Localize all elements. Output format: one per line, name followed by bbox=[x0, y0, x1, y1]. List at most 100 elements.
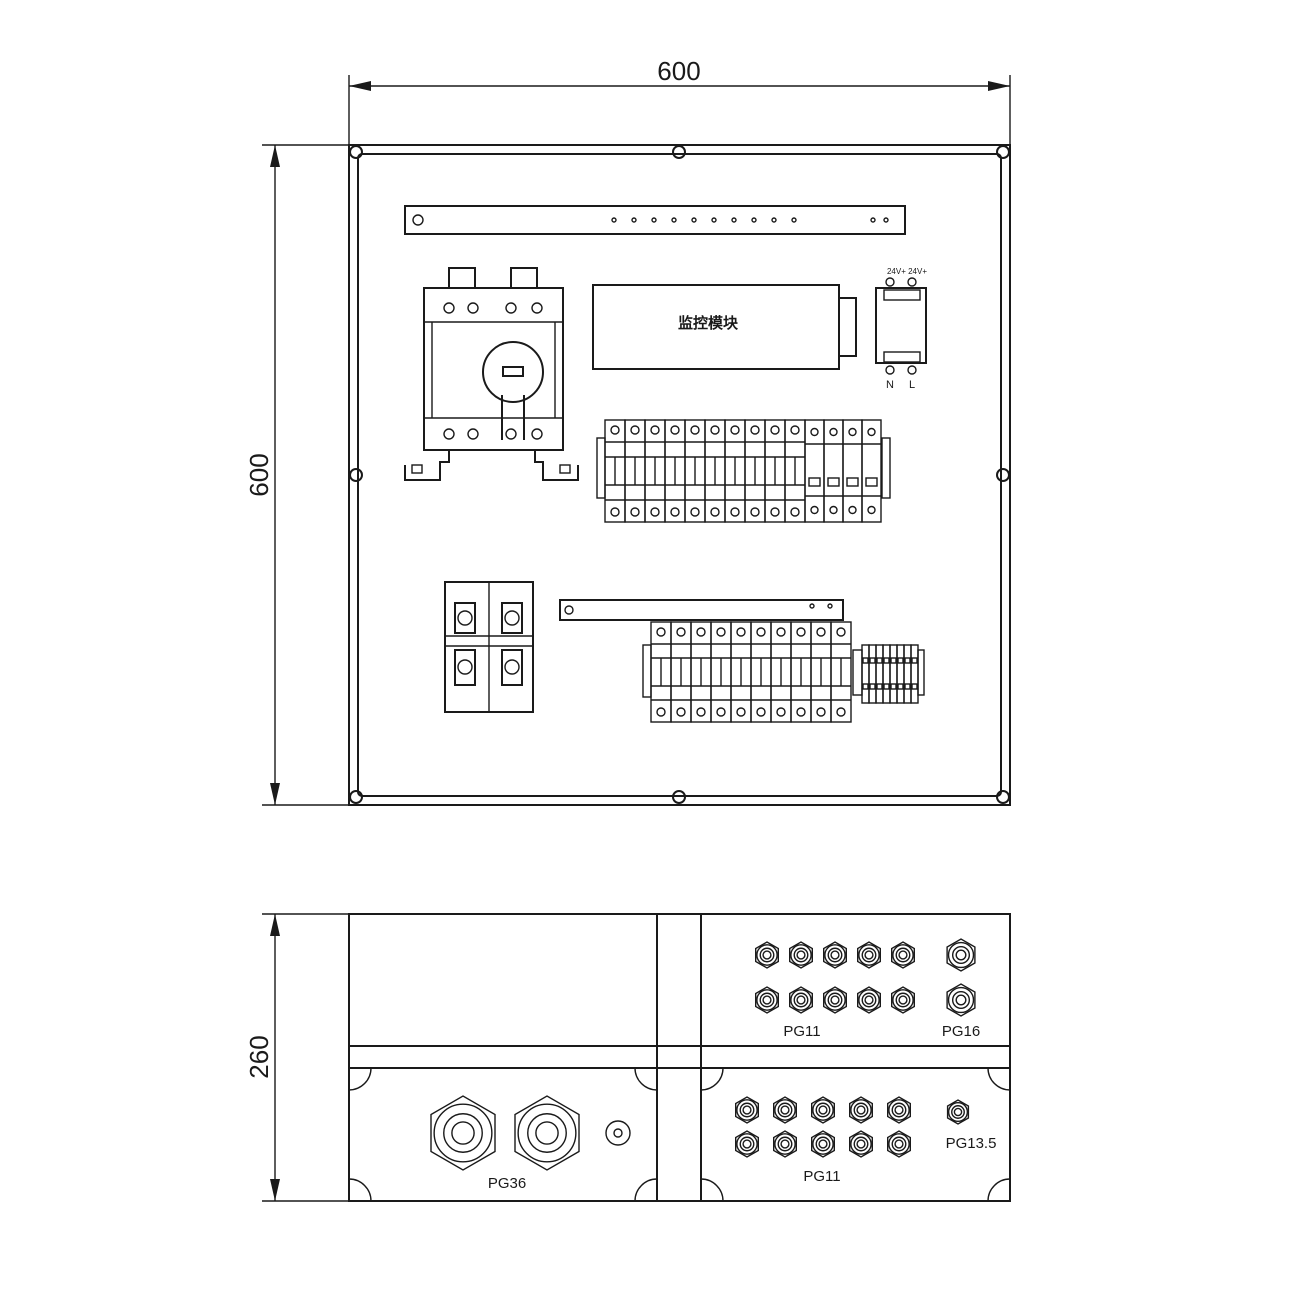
terminal-screw bbox=[467, 428, 479, 440]
bottom-corner-bosses bbox=[348, 1067, 1011, 1202]
breaker-module bbox=[730, 621, 752, 723]
breaker-module bbox=[684, 419, 706, 523]
busbar-hole bbox=[651, 217, 657, 223]
breaker-module bbox=[724, 419, 746, 523]
height-label: 600 bbox=[244, 453, 274, 496]
power-terminal-n: N bbox=[886, 379, 894, 391]
height-dimension: 600 bbox=[244, 144, 349, 806]
terminal-screw bbox=[443, 302, 455, 314]
panel-screws bbox=[349, 145, 1010, 804]
fuse-switch bbox=[444, 581, 534, 713]
terminal-block bbox=[896, 644, 905, 704]
breaker-module bbox=[704, 419, 726, 523]
pg11-gland bbox=[755, 941, 779, 969]
busbar-hole bbox=[611, 217, 617, 223]
pg11-gland bbox=[887, 1096, 911, 1124]
terminal-screw bbox=[443, 428, 455, 440]
depth-label: 260 bbox=[244, 1035, 274, 1078]
breaker-module bbox=[744, 419, 766, 523]
lower-pg11-label: PG11 bbox=[803, 1168, 840, 1185]
busbar-hole bbox=[711, 217, 717, 223]
lower-busbar bbox=[559, 599, 844, 621]
pg11-gland bbox=[735, 1096, 759, 1124]
breaker-module bbox=[750, 621, 772, 723]
pg13-5-label: PG13.5 bbox=[946, 1135, 997, 1152]
breaker-module bbox=[770, 621, 792, 723]
pg16-gland bbox=[946, 983, 976, 1017]
monitor-module: 监控模块 bbox=[592, 284, 857, 370]
pg13-5-gland bbox=[946, 1099, 970, 1125]
busbar-hole bbox=[731, 217, 737, 223]
front-panel: 监控模块 24V+ 24V+ N L bbox=[348, 144, 1011, 806]
pg11-gland bbox=[755, 986, 779, 1014]
power-supply: 24V+ 24V+ N L bbox=[875, 267, 927, 391]
pg11-gland bbox=[735, 1130, 759, 1158]
busbar-hole bbox=[631, 217, 637, 223]
lower-breaker-row bbox=[642, 621, 925, 723]
pg11-gland bbox=[823, 941, 847, 969]
upper-pg11-label: PG11 bbox=[783, 1023, 820, 1040]
terminal-screw bbox=[531, 428, 543, 440]
width-dimension: 600 bbox=[348, 56, 1011, 145]
pg11-gland bbox=[857, 941, 881, 969]
pg36-gland bbox=[514, 1095, 580, 1171]
breaker-module bbox=[764, 419, 786, 523]
surge-protector-module bbox=[823, 419, 844, 523]
busbar-hole bbox=[870, 217, 876, 223]
pg11-gland bbox=[773, 1096, 797, 1124]
busbar-hole bbox=[691, 217, 697, 223]
terminal-screw bbox=[505, 302, 517, 314]
pg11-gland bbox=[891, 941, 915, 969]
power-terminal-l: L bbox=[909, 379, 915, 391]
breaker-module bbox=[644, 419, 666, 523]
breaker-module bbox=[810, 621, 832, 723]
pg11-gland bbox=[849, 1096, 873, 1124]
terminal-block bbox=[861, 644, 870, 704]
busbar-hole bbox=[751, 217, 757, 223]
breaker-module bbox=[604, 419, 626, 523]
pg11-gland bbox=[857, 986, 881, 1014]
pg16-gland bbox=[946, 938, 976, 972]
terminal-screw bbox=[505, 428, 517, 440]
terminal-screw bbox=[467, 302, 479, 314]
depth-dimension: 260 bbox=[244, 913, 349, 1202]
surge-protector-module bbox=[804, 419, 825, 523]
breaker-module bbox=[670, 621, 692, 723]
breaker-module bbox=[790, 621, 812, 723]
pg11-gland bbox=[823, 986, 847, 1014]
terminal-block bbox=[889, 644, 898, 704]
breaker-module bbox=[664, 419, 686, 523]
breaker-module bbox=[650, 621, 672, 723]
pg11-gland bbox=[811, 1130, 835, 1158]
top-busbar bbox=[404, 205, 906, 235]
terminal-block bbox=[882, 644, 891, 704]
breather-vent bbox=[605, 1120, 631, 1146]
pg36-gland bbox=[430, 1095, 496, 1171]
pg11-gland bbox=[789, 986, 813, 1014]
pg11-gland bbox=[811, 1096, 835, 1124]
upper-breaker-row bbox=[596, 419, 891, 523]
end-stop bbox=[852, 649, 863, 696]
pg36-label: PG36 bbox=[488, 1175, 526, 1192]
pg11-gland bbox=[887, 1130, 911, 1158]
bottom-view: PG11 PG16 PG36 PG11 PG13.5 bbox=[348, 913, 1011, 1202]
breaker-module bbox=[690, 621, 712, 723]
pg11-gland bbox=[789, 941, 813, 969]
surge-protector-module bbox=[842, 419, 863, 523]
main-isolator-switch bbox=[404, 267, 579, 481]
breaker-module bbox=[624, 419, 646, 523]
pg11-gland bbox=[891, 986, 915, 1014]
terminal-block bbox=[868, 644, 877, 704]
pg11-gland bbox=[773, 1130, 797, 1158]
terminal-block bbox=[910, 644, 919, 704]
surge-protector-module bbox=[861, 419, 882, 523]
power-supply-label: 24V+ 24V+ bbox=[887, 267, 927, 276]
busbar-hole bbox=[771, 217, 777, 223]
width-label: 600 bbox=[657, 56, 700, 86]
breaker-module bbox=[710, 621, 732, 723]
breaker-module bbox=[830, 621, 852, 723]
monitor-module-label: 监控模块 bbox=[678, 314, 739, 332]
upper-pg16-label: PG16 bbox=[942, 1023, 980, 1040]
end-stop bbox=[917, 649, 925, 696]
